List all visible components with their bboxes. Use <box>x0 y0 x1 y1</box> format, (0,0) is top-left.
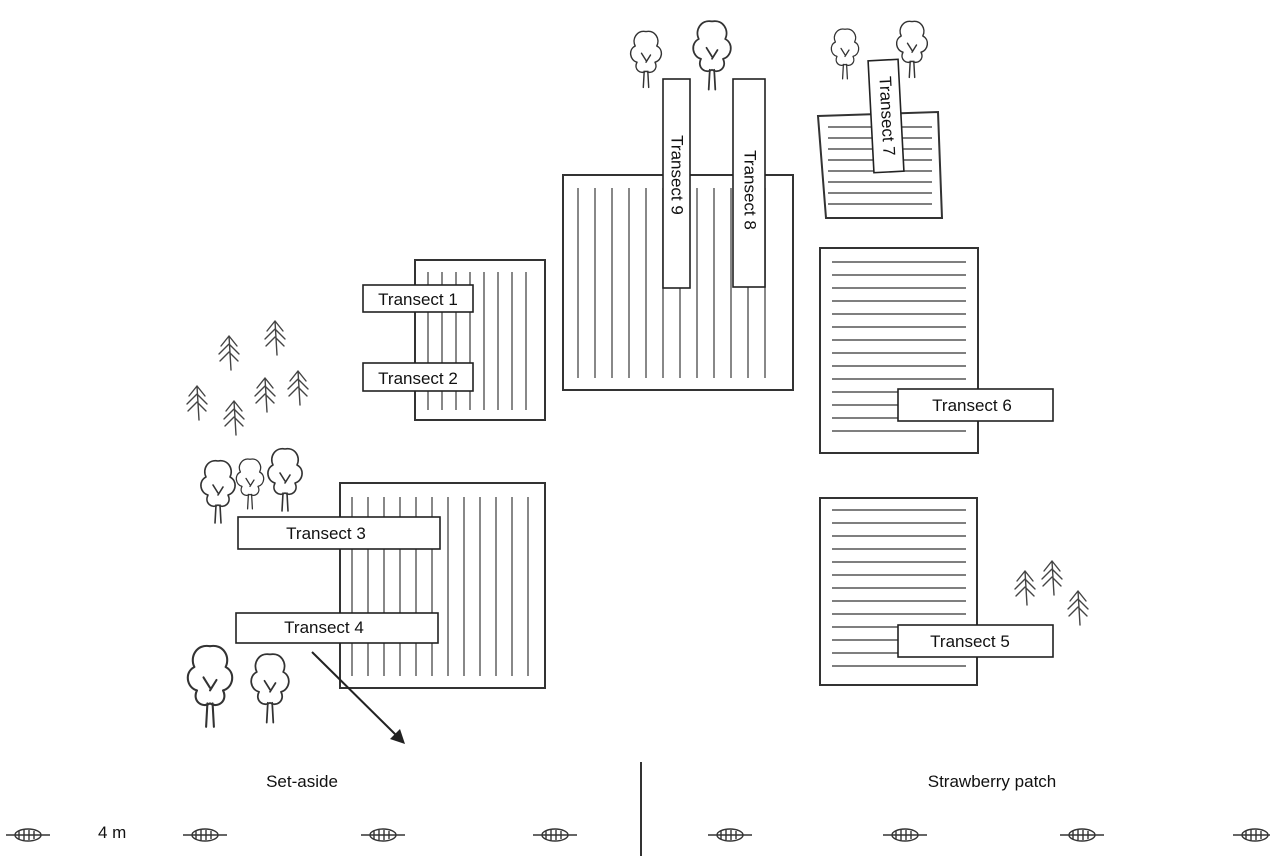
tree-icon <box>267 447 303 512</box>
transect-2: Transect 2 <box>362 362 474 392</box>
scale-label: 4 m <box>98 823 126 842</box>
conifer-icon <box>1014 570 1036 606</box>
conifer-icon <box>223 400 245 436</box>
conifer-icon <box>264 320 286 356</box>
transect-1-label: Transect 1 <box>378 290 458 309</box>
transect-9: Transect 9 <box>662 78 691 289</box>
tree-icon <box>250 653 290 724</box>
conifer-icon <box>186 385 208 421</box>
tree-icon <box>629 30 663 89</box>
tree-icon <box>895 20 929 79</box>
tree-icon <box>186 644 234 728</box>
transect-5-label: Transect 5 <box>930 632 1010 651</box>
transect-4: Transect 4 <box>235 612 439 644</box>
conifers <box>186 320 1089 626</box>
transect-6: Transect 6 <box>897 388 1054 422</box>
plot-transects-1-2 <box>414 259 546 421</box>
conifer-icon <box>1041 560 1063 596</box>
conifer-icon <box>254 377 276 413</box>
conifer-icon <box>1067 590 1089 626</box>
fence-post-icon <box>533 828 577 842</box>
transect-2-label: Transect 2 <box>378 369 458 388</box>
transect-5: Transect 5 <box>897 624 1054 658</box>
arrow <box>311 651 405 744</box>
transect-4-label: Transect 4 <box>284 618 364 637</box>
transect-7: Transect 7 <box>867 58 905 174</box>
transect-3-label: Transect 3 <box>286 524 366 543</box>
transect-8-label: Transect 8 <box>741 150 760 230</box>
fence-post-icon <box>883 828 927 842</box>
strawberry-patch-label: Strawberry patch <box>928 772 1057 791</box>
plot-transects-3-4 <box>339 482 546 689</box>
plot-transect-6 <box>819 247 979 454</box>
fence-post-icon <box>6 828 50 842</box>
tree-icon <box>235 458 265 510</box>
fence-post-icon <box>708 828 752 842</box>
transect-7-label: Transect 7 <box>875 76 898 157</box>
fence-posts <box>6 828 1270 842</box>
fence-post-icon <box>361 828 405 842</box>
transect-9-label: Transect 9 <box>668 135 687 215</box>
transect-6-label: Transect 6 <box>932 396 1012 415</box>
conifer-icon <box>287 370 309 406</box>
transect-3: Transect 3 <box>237 516 441 550</box>
tree-icon <box>692 20 732 91</box>
conifer-icon <box>218 335 240 371</box>
transect-8: Transect 8 <box>732 78 766 288</box>
tree-icon <box>200 459 236 524</box>
tree-icon <box>830 28 860 80</box>
fence-post-icon <box>1060 828 1104 842</box>
fence-post-icon <box>183 828 227 842</box>
fence-post-icon <box>1233 828 1270 842</box>
set-aside-label: Set-aside <box>266 772 338 791</box>
trees <box>186 20 929 728</box>
transect-1: Transect 1 <box>362 284 474 313</box>
